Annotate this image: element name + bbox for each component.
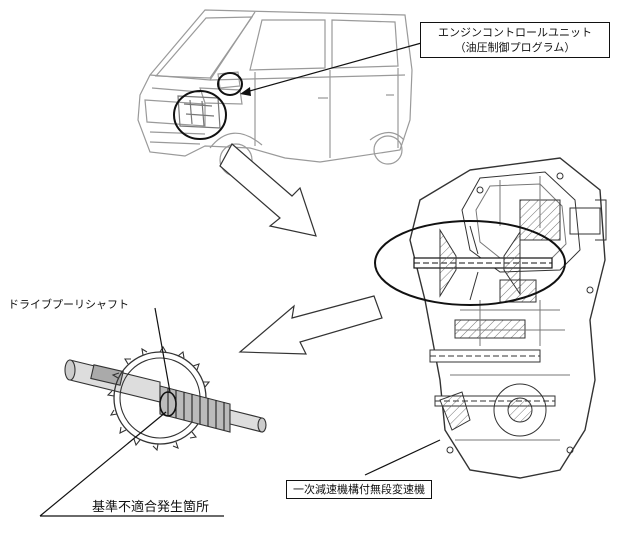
ecu-highlight [217,72,243,96]
drive-pulley-shaft-label: ドライブプーリシャフト [8,298,129,311]
ecu-label-box: エンジンコントロールユニット （油圧制御プログラム） [420,22,610,58]
ecu-pointer [245,41,426,93]
pulley-highlight [374,220,566,306]
ecu-pointer-head [240,87,251,96]
cvt-label-box: 一次減速機構付無段変速機 [286,480,432,499]
defect-pointer [39,411,167,517]
vehicle-illustration [137,9,413,177]
defect-location-label: 基準不適合発生箇所 [92,500,210,515]
cvt-pointer [364,439,441,476]
drive-pulley-shaft [64,345,267,452]
shaft-label-pointer [154,307,171,393]
transmission-cross-section [409,157,607,479]
ecu-label-line2: （油圧制御プログラム） [454,41,576,54]
defect-highlight [159,391,177,417]
arrow-to-transmission [219,143,317,237]
arrow-to-shaft [238,295,383,355]
cvt-label: 一次減速機構付無段変速機 [293,483,425,496]
ecu-label-line1: エンジンコントロールユニット [438,26,592,39]
engine-highlight [173,90,227,140]
